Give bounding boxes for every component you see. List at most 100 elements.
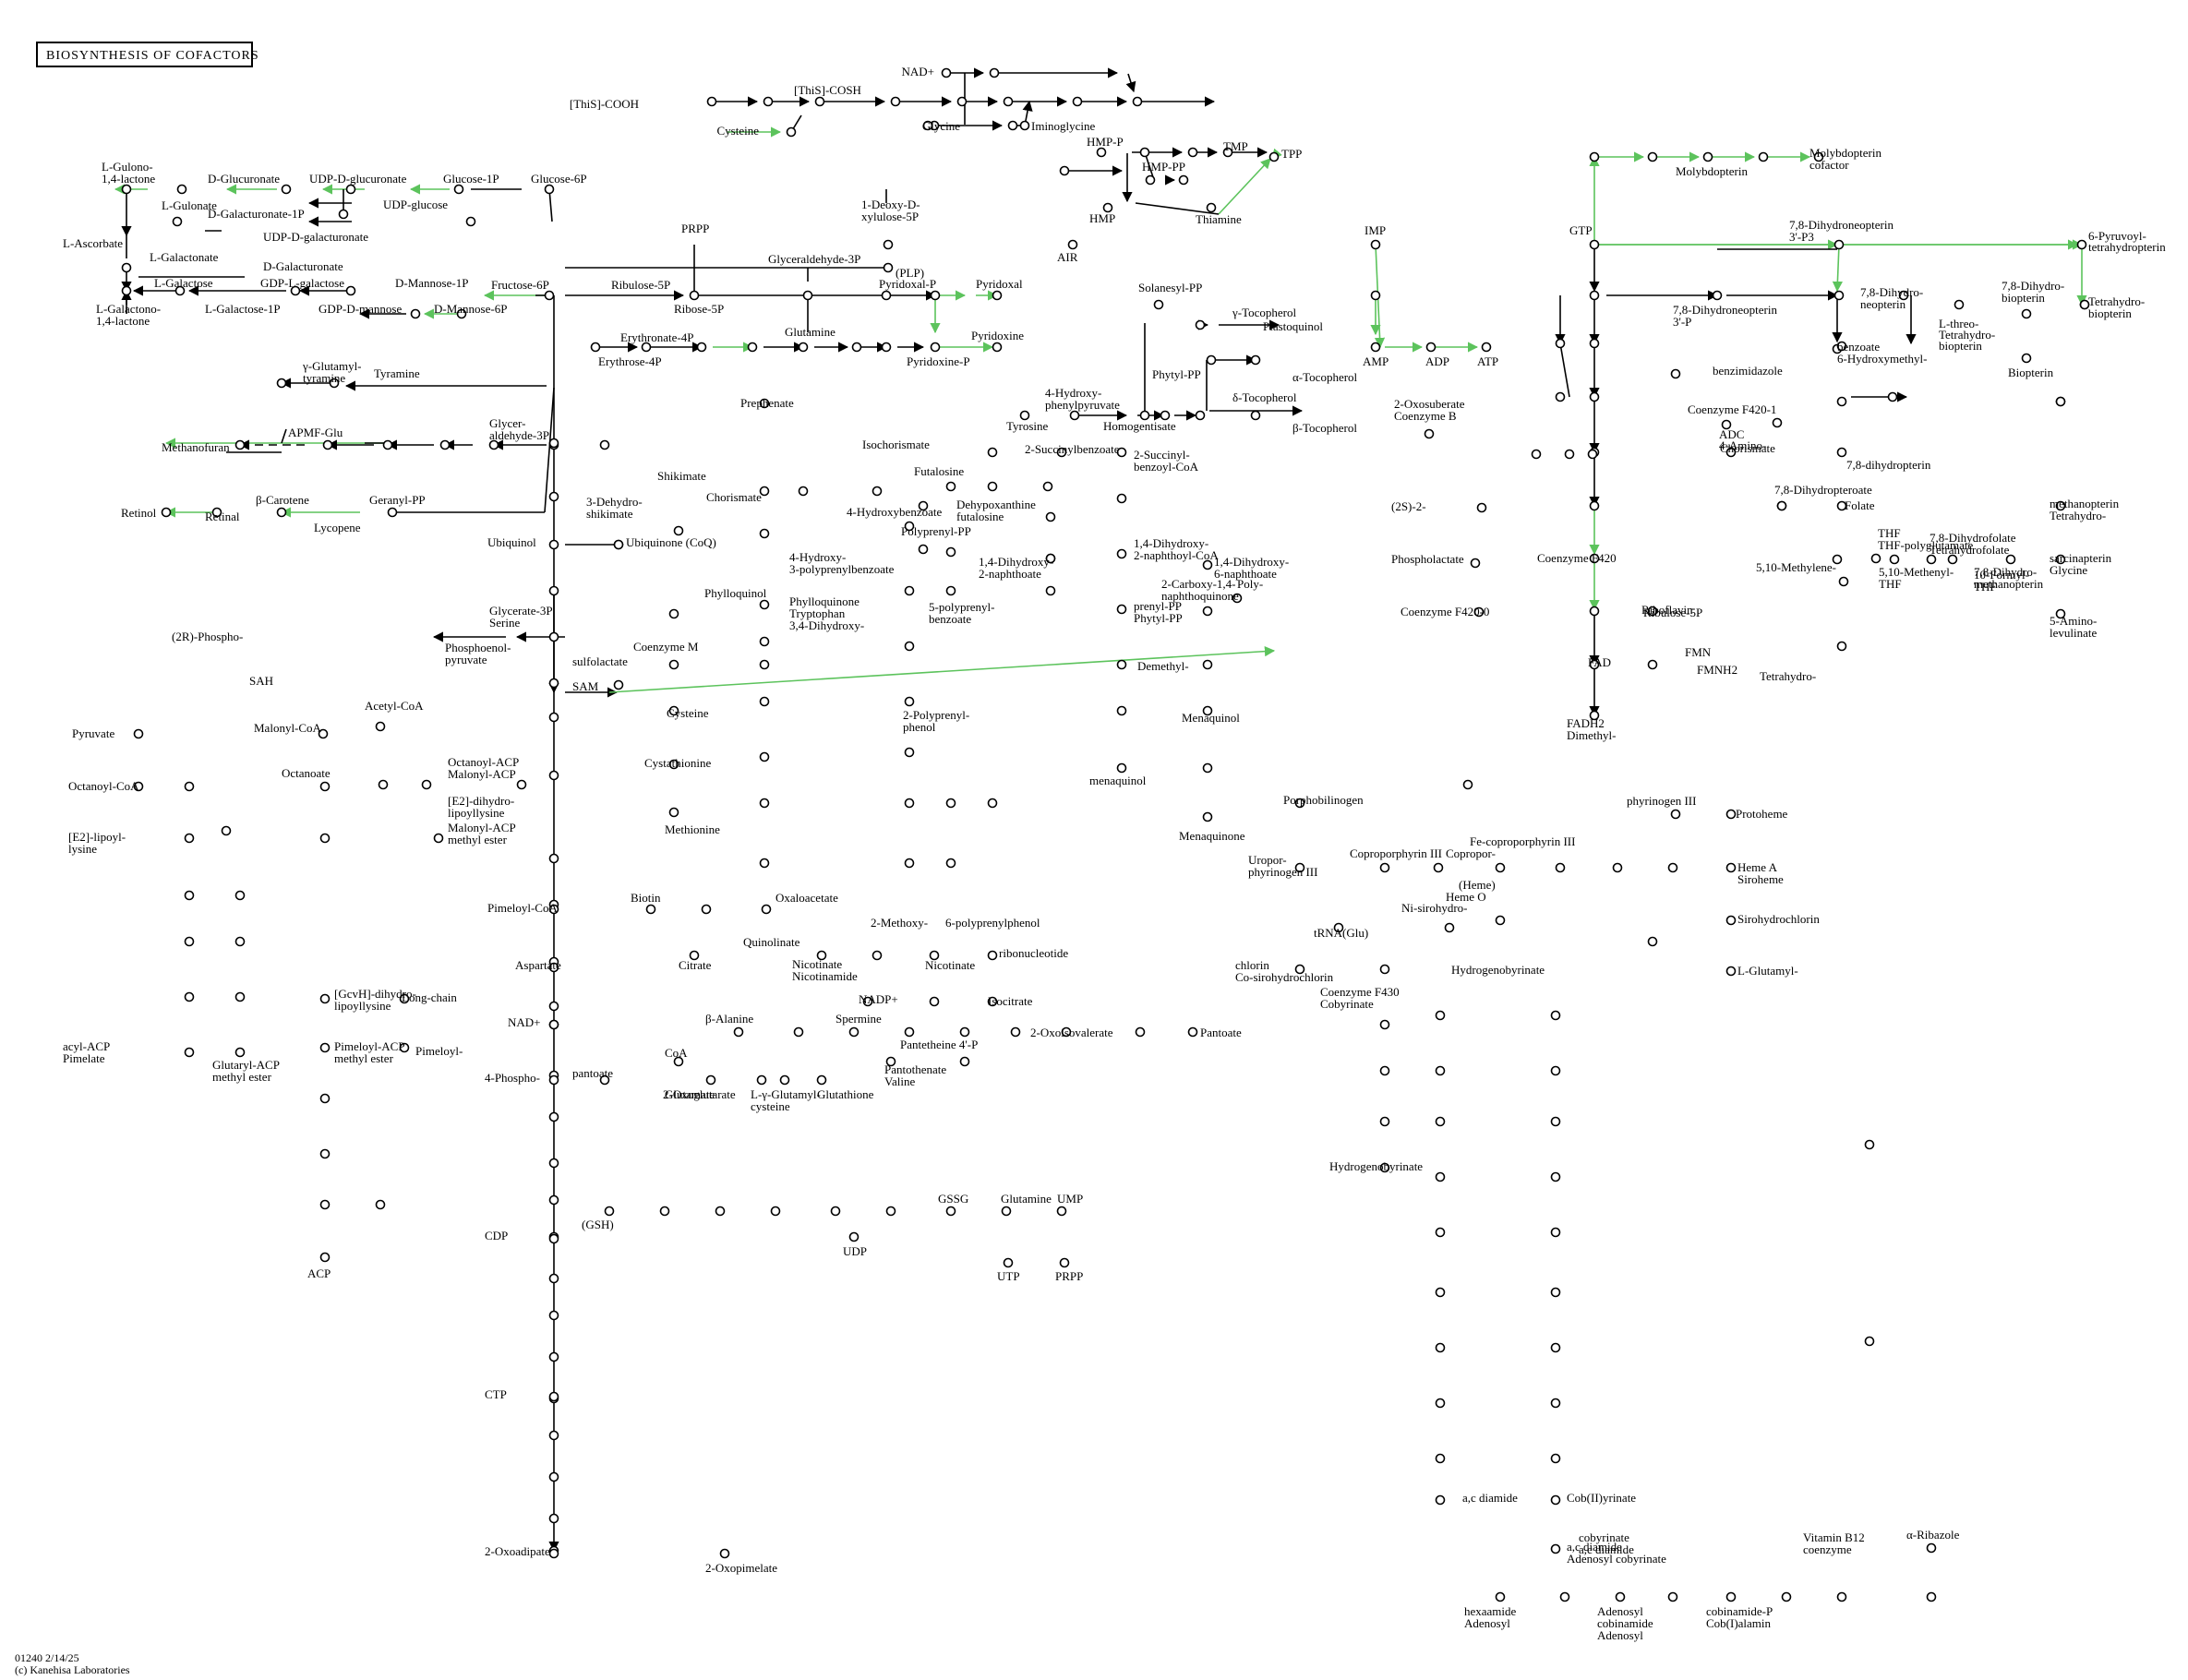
compound-label[interactable]: menaquinol xyxy=(1089,774,1147,787)
compound-node[interactable] xyxy=(705,1074,716,1086)
compound-node[interactable] xyxy=(918,544,929,555)
compound-label[interactable]: UDP-D-glucuronate xyxy=(309,172,407,186)
compound-node[interactable] xyxy=(319,1093,331,1104)
compound-node[interactable] xyxy=(2055,396,2066,407)
compound-node[interactable] xyxy=(987,996,998,1007)
compound-node[interactable] xyxy=(456,308,467,319)
compound-label[interactable]: Chorismate xyxy=(706,490,762,504)
compound-node[interactable] xyxy=(1647,936,1658,947)
compound-node[interactable] xyxy=(945,546,956,558)
compound-node[interactable] xyxy=(1102,202,1113,213)
compound-node[interactable] xyxy=(1294,964,1305,975)
compound-node[interactable] xyxy=(2005,554,2016,565)
compound-node[interactable] xyxy=(613,679,624,690)
compound-label[interactable]: Ribulose-5P xyxy=(611,278,670,292)
compound-node[interactable] xyxy=(465,216,476,227)
compound-node[interactable] xyxy=(673,525,684,536)
compound-label[interactable]: 2-Oxoisovalerate xyxy=(1030,1026,1113,1039)
compound-label[interactable]: 2-Polyprenyl- xyxy=(903,708,969,722)
compound-node[interactable] xyxy=(1495,1591,1506,1602)
compound-label[interactable]: coenzyme xyxy=(1803,1542,1852,1556)
compound-node[interactable] xyxy=(1370,239,1381,250)
compound-node[interactable] xyxy=(1202,606,1213,617)
compound-label[interactable]: 3-Dehydro- xyxy=(586,495,643,509)
compound-node[interactable] xyxy=(184,936,195,947)
compound-node[interactable] xyxy=(1116,604,1127,615)
compound-node[interactable] xyxy=(1926,1542,1937,1554)
compound-label[interactable]: Poly- xyxy=(1237,577,1263,591)
compound-label[interactable]: Phospholactate xyxy=(1391,552,1464,566)
compound-node[interactable] xyxy=(599,1074,610,1086)
compound-label[interactable]: D-Glucuronate xyxy=(208,172,280,186)
compound-node[interactable] xyxy=(987,798,998,809)
compound-node[interactable] xyxy=(319,833,331,844)
compound-node[interactable] xyxy=(2079,299,2090,310)
compound-node[interactable] xyxy=(1725,447,1737,458)
compound-node[interactable] xyxy=(1160,410,1171,421)
compound-label[interactable]: 2-Oxosuberate xyxy=(1394,397,1465,411)
compound-node[interactable] xyxy=(1725,1591,1737,1602)
compound-node[interactable] xyxy=(1206,202,1217,213)
compound-label[interactable]: Demethyl- xyxy=(1137,659,1189,673)
compound-label[interactable]: Malonyl-ACP xyxy=(448,767,516,781)
compound-node[interactable] xyxy=(590,342,601,353)
compound-node[interactable] xyxy=(992,342,1003,353)
compound-node[interactable] xyxy=(1116,493,1127,504)
compound-node[interactable] xyxy=(548,904,559,915)
compound-node[interactable] xyxy=(1550,1065,1561,1076)
compound-node[interactable] xyxy=(1045,511,1056,522)
compound-node[interactable] xyxy=(1589,659,1600,670)
compound-node[interactable] xyxy=(318,728,329,739)
compound-label[interactable]: chlorin xyxy=(1235,958,1269,972)
compound-label[interactable]: [ThiS]-COSH xyxy=(794,83,861,97)
compound-label[interactable]: sulfolactate xyxy=(572,654,628,668)
compound-label[interactable]: γ-Glutamyl- xyxy=(302,359,362,373)
compound-label[interactable]: 6-Hydroxymethyl- xyxy=(1837,352,1927,366)
compound-node[interactable] xyxy=(904,858,915,869)
compound-node[interactable] xyxy=(1202,762,1213,774)
compound-node[interactable] xyxy=(1550,1227,1561,1238)
compound-label[interactable]: 7,8-Dihydro- xyxy=(2002,279,2064,293)
compound-label[interactable]: Menaquinol xyxy=(1182,711,1240,725)
compound-node[interactable] xyxy=(1202,659,1213,670)
compound-node[interactable] xyxy=(1612,862,1623,873)
compound-label[interactable]: [E2]-lipoyl- xyxy=(68,830,126,844)
compound-label[interactable]: phyrinogen III xyxy=(1248,865,1317,879)
compound-node[interactable] xyxy=(883,239,894,250)
compound-node[interactable] xyxy=(959,1026,970,1038)
compound-node[interactable] xyxy=(338,209,349,220)
compound-label[interactable]: Tetrahydro- xyxy=(2088,294,2145,308)
compound-node[interactable] xyxy=(848,1026,860,1038)
compound-label[interactable]: Ni-sirohydro- xyxy=(1401,901,1468,915)
compound-node[interactable] xyxy=(1135,1026,1146,1038)
compound-label[interactable]: pyruvate xyxy=(445,653,487,666)
compound-node[interactable] xyxy=(759,398,770,409)
compound-label[interactable]: Glyceraldehyde-3P xyxy=(768,252,860,266)
compound-node[interactable] xyxy=(770,1206,781,1217)
compound-label[interactable]: δ-Tocopherol xyxy=(1232,390,1297,404)
compound-label[interactable]: UDP-glucose xyxy=(383,198,448,211)
compound-node[interactable] xyxy=(548,770,559,781)
compound-node[interactable] xyxy=(1864,1336,1875,1347)
compound-label[interactable]: β-Carotene xyxy=(256,493,309,507)
compound-label[interactable]: γ-Tocopherol xyxy=(1232,306,1296,319)
compound-label[interactable]: THF xyxy=(1974,580,1997,594)
compound-node[interactable] xyxy=(1776,500,1787,511)
compound-node[interactable] xyxy=(1250,354,1261,366)
compound-node[interactable] xyxy=(959,1056,970,1067)
compound-node[interactable] xyxy=(904,585,915,596)
compound-label[interactable]: [GcvH]-dihydro- xyxy=(334,987,416,1001)
compound-node[interactable] xyxy=(290,285,301,296)
compound-node[interactable] xyxy=(641,342,652,353)
compound-label[interactable]: 4-Hydroxy- xyxy=(789,550,846,564)
compound-label[interactable]: Folate xyxy=(1845,498,1875,512)
compound-label[interactable]: D-Galacturonate xyxy=(263,259,343,273)
compound-label[interactable]: shikimate xyxy=(586,507,633,521)
compound-node[interactable] xyxy=(1116,762,1127,774)
compound-node[interactable] xyxy=(786,126,797,138)
compound-label[interactable]: Methionine xyxy=(665,822,720,836)
compound-node[interactable] xyxy=(399,1042,410,1053)
compound-node[interactable] xyxy=(1836,396,1847,407)
compound-label[interactable]: Protoheme xyxy=(1736,807,1788,821)
compound-node[interactable] xyxy=(410,308,421,319)
